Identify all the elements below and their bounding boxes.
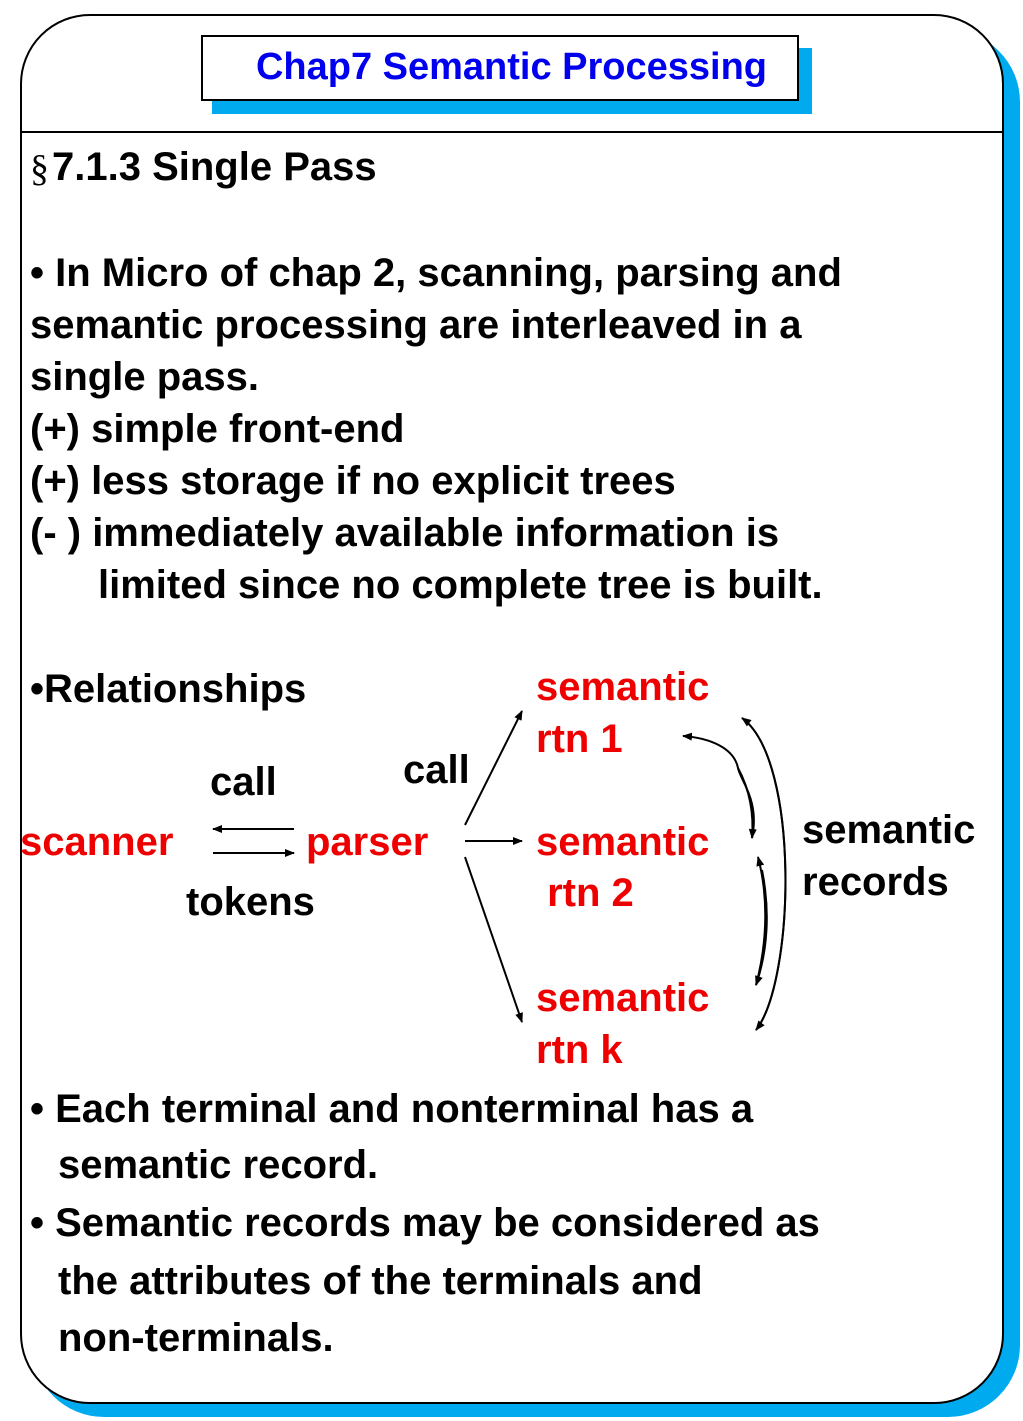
page-title: Chap7 Semantic Processing — [255, 46, 768, 88]
section-heading: 7.1.3 Single Pass — [52, 145, 377, 189]
semantic-records-line1: semantic — [802, 808, 976, 852]
point-plus-2: (+) less storage if no explicit trees — [30, 459, 676, 503]
intro-line-3: single pass. — [30, 355, 259, 399]
bullet-semantic-records-cont-2: non-terminals. — [58, 1316, 334, 1360]
call-label-left: call — [210, 760, 277, 804]
point-minus-1-cont: limited since no complete tree is built. — [98, 563, 823, 607]
title-area: Chap7 Semantic Processing Chap7 Semantic… — [0, 0, 1023, 130]
parser-label: parser — [306, 820, 429, 864]
arrow-parser-to-rtnk — [464, 856, 523, 1023]
semantic-records-line2: records — [802, 860, 949, 904]
semantic-rtn-2-line1: semantic — [536, 820, 710, 864]
arrow-rtn2-to-rtn1 — [682, 732, 755, 839]
semantic-rtn-1-line2: rtn 1 — [536, 717, 623, 761]
point-plus-1: (+) simple front-end — [30, 407, 405, 451]
slide-frame — [20, 14, 1004, 1404]
arrow-parser-to-rtn1 — [464, 710, 523, 826]
section-symbol: § — [30, 148, 49, 190]
bullet-each-terminal-cont: semantic record. — [58, 1143, 379, 1187]
title-box — [201, 35, 799, 101]
bullet-semantic-records: • Semantic records may be considered as — [30, 1201, 820, 1245]
semantic-rtn-1-line1: semantic — [536, 665, 710, 709]
intro-line-1: • In Micro of chap 2, scanning, parsing … — [30, 251, 842, 295]
arrow-rtn1-to-rtn2 — [737, 767, 757, 839]
bullet-semantic-records-cont: the attributes of the terminals and — [58, 1259, 703, 1303]
bullet-each-terminal: • Each terminal and nonterminal has a — [30, 1087, 754, 1131]
point-minus-1: (- ) immediately available information i… — [30, 511, 780, 555]
arrow-rtn2-to-rtnk — [755, 869, 768, 986]
relationships-label: •Relationships — [30, 667, 307, 711]
scanner-label: scanner — [20, 820, 174, 864]
title-divider — [20, 131, 1004, 133]
call-label-right: call — [403, 748, 470, 792]
semantic-rtn-k-line1: semantic — [536, 976, 710, 1020]
semantic-rtn-k-line2: rtn k — [536, 1028, 623, 1072]
tokens-label: tokens — [186, 880, 315, 924]
semantic-rtn-2-line2: rtn 2 — [536, 871, 634, 915]
intro-line-2: semantic processing are interleaved in a — [30, 303, 802, 347]
arrow-rtn1-to-rtnk — [741, 717, 787, 1031]
